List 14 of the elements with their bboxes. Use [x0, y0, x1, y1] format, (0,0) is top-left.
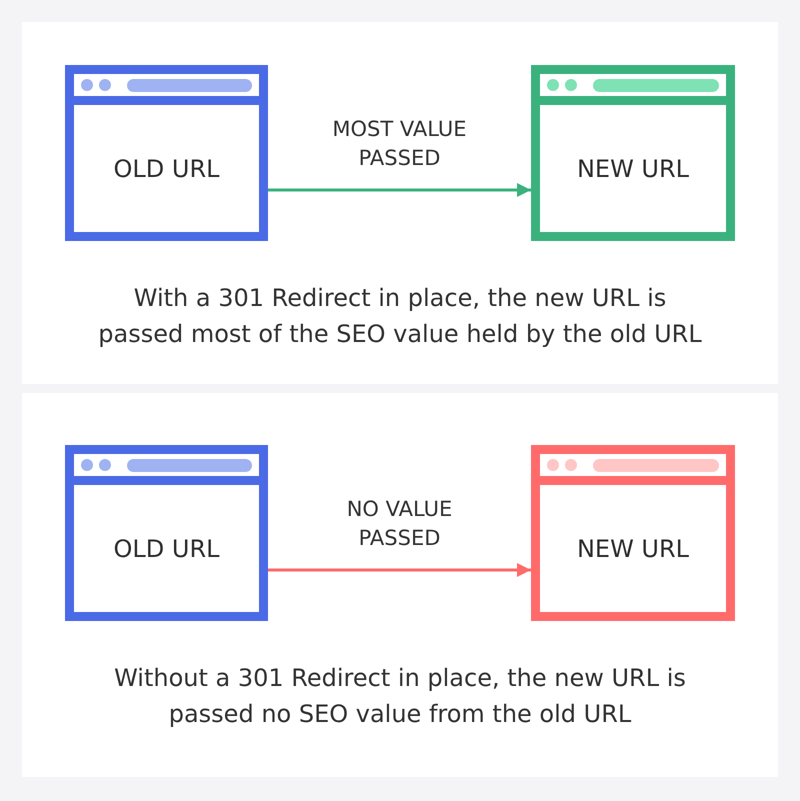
window-label: NEW URL	[576, 154, 690, 184]
caption-text: With a 301 Redirect in place, the new URL is passed most of the SEO value held by the old URL	[97, 283, 703, 350]
info-panel	[22, 393, 778, 777]
window-label: OLD URL	[114, 534, 220, 564]
browser-window	[65, 65, 268, 241]
caption-text: Without a 301 Redirect in place, the new URL is passed no SEO value from the old URL	[113, 663, 687, 730]
browser-window	[531, 445, 735, 621]
arrow	[268, 563, 531, 577]
window-label: NEW URL	[576, 534, 690, 564]
arrow	[268, 183, 531, 197]
window-label: OLD URL	[114, 154, 220, 184]
browser-window	[531, 65, 735, 241]
browser-window	[65, 445, 268, 621]
info-panel	[22, 22, 778, 384]
